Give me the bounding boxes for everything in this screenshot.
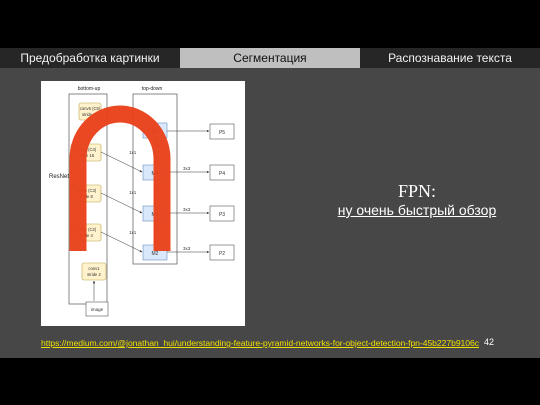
input-image-label: image [91,307,104,312]
tab-preprocessing[interactable]: Предобработка картинки [0,48,180,68]
output-p3: P3 [209,205,235,222]
block-conv1-line1: conv1 [88,266,100,271]
lateral-label-2: 1x1 [129,190,137,195]
block-conv1-line2: stride 2 [87,272,101,277]
output-p2-label: P2 [219,251,225,257]
slide-title-block: FPN: ну очень быстрый обзор [332,180,502,219]
block-c5-line2: stride 32 [82,112,99,117]
input-image-block: image [85,301,109,317]
smooth-label-2: 3x3 [183,207,191,212]
tab-segmentation[interactable]: Сегментация [180,48,360,68]
tab-text-recognition[interactable]: Распознавание текста [360,48,540,68]
output-p5: P5 [209,123,235,140]
bottom-up-header: bottom-up [78,86,101,92]
smooth-label-1: 3x3 [183,166,191,171]
output-p2: P2 [209,244,235,261]
resnet-label: ResNet [49,174,69,180]
top-black-bar [0,0,540,48]
smooth-label-3: 3x3 [183,246,191,251]
lateral-label-3: 1x1 [129,230,137,235]
slide-subtitle: ну очень быстрый обзор [337,202,497,218]
bottom-black-bar [0,358,540,405]
output-p4: P4 [209,164,235,181]
lateral-label-1: 1x1 [129,150,137,155]
output-p4-label: P4 [219,171,225,177]
red-arch-overlay [69,105,171,251]
output-p3-label: P3 [219,212,225,218]
block-conv1: conv1 stride 2 [81,262,107,281]
slide-title: FPN: [397,181,437,201]
fpn-diagram: bottom-up top-down ResNet conv5 (C5) str… [41,81,245,326]
output-p5-label: P5 [219,130,225,136]
section-tabs: Предобработка картинки Сегментация Распо… [0,48,540,68]
block-m2-label: M2 [152,251,159,257]
top-down-header: top-down [142,86,163,92]
top-down-column-frame [132,93,178,265]
source-link[interactable]: https://medium.com/@jonathan_hui/underst… [41,338,479,348]
block-c5-line1: conv5 (C5) [80,106,101,111]
page-number: 42 [484,337,495,347]
